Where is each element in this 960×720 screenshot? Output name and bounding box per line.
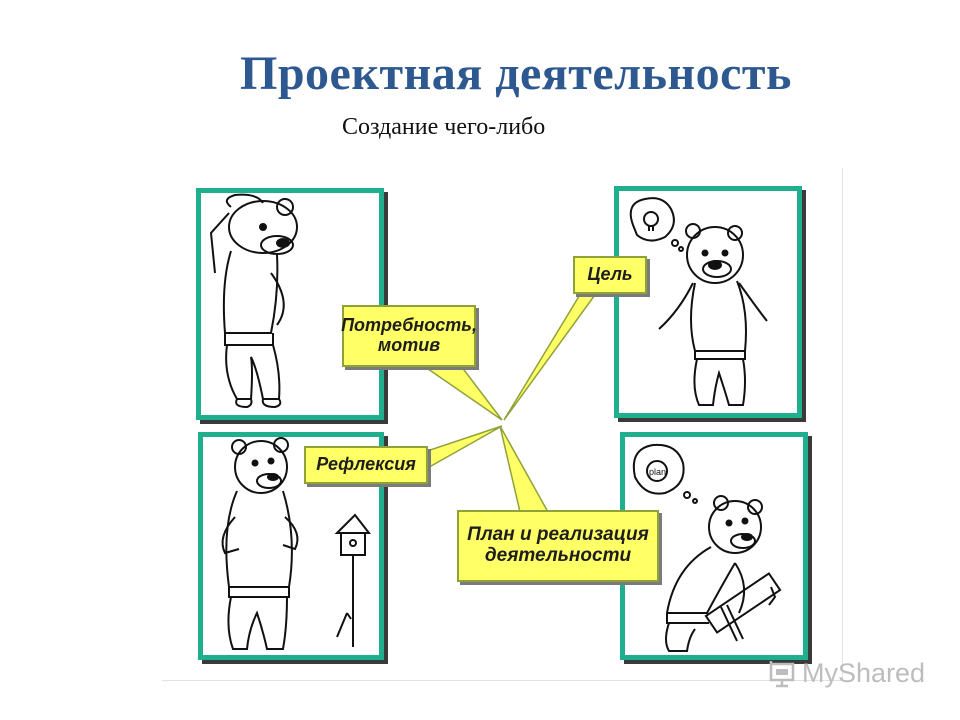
panel-top-left	[196, 188, 384, 420]
bear-thinking-icon	[209, 193, 298, 409]
watermark-brand-suffix: Shared	[838, 658, 926, 688]
callout-need-motive: Потребность, мотив	[341, 305, 477, 367]
bear-sawing-plan-icon: plan	[632, 443, 782, 652]
callout-plan-implementation: План и реализация деятельности	[457, 510, 659, 582]
callout-need-line1: Потребность,	[341, 315, 477, 336]
page-subtitle: Создание чего-либо	[342, 114, 546, 140]
callout-goal-label: Цель	[587, 264, 633, 285]
callout-goal: Цель	[573, 256, 647, 294]
callout-reflection-label: Рефлексия	[316, 454, 416, 475]
callout-plan-line1: План и реализация	[467, 524, 649, 546]
callout-need-line2: мотив	[377, 335, 441, 355]
pointer-plan	[499, 425, 550, 513]
pointer-need	[415, 361, 503, 421]
panel-top-right	[614, 186, 802, 418]
callout-reflection: Рефлексия	[304, 446, 428, 484]
page-title: Проектная деятельность	[240, 47, 792, 100]
diagram-area	[162, 168, 843, 681]
svg-text:plan: plan	[649, 467, 666, 477]
panel-bottom-left	[198, 432, 384, 660]
watermark-brand-prefix: My	[802, 658, 838, 688]
pointer-goal	[503, 287, 602, 421]
pointer-reflection	[423, 425, 503, 472]
presentation-screen-icon	[769, 660, 795, 687]
bear-with-birdhouse-icon	[221, 437, 372, 650]
callout-plan-line2: деятельности	[484, 545, 632, 566]
bear-idea-lightbulb-icon	[629, 197, 768, 406]
